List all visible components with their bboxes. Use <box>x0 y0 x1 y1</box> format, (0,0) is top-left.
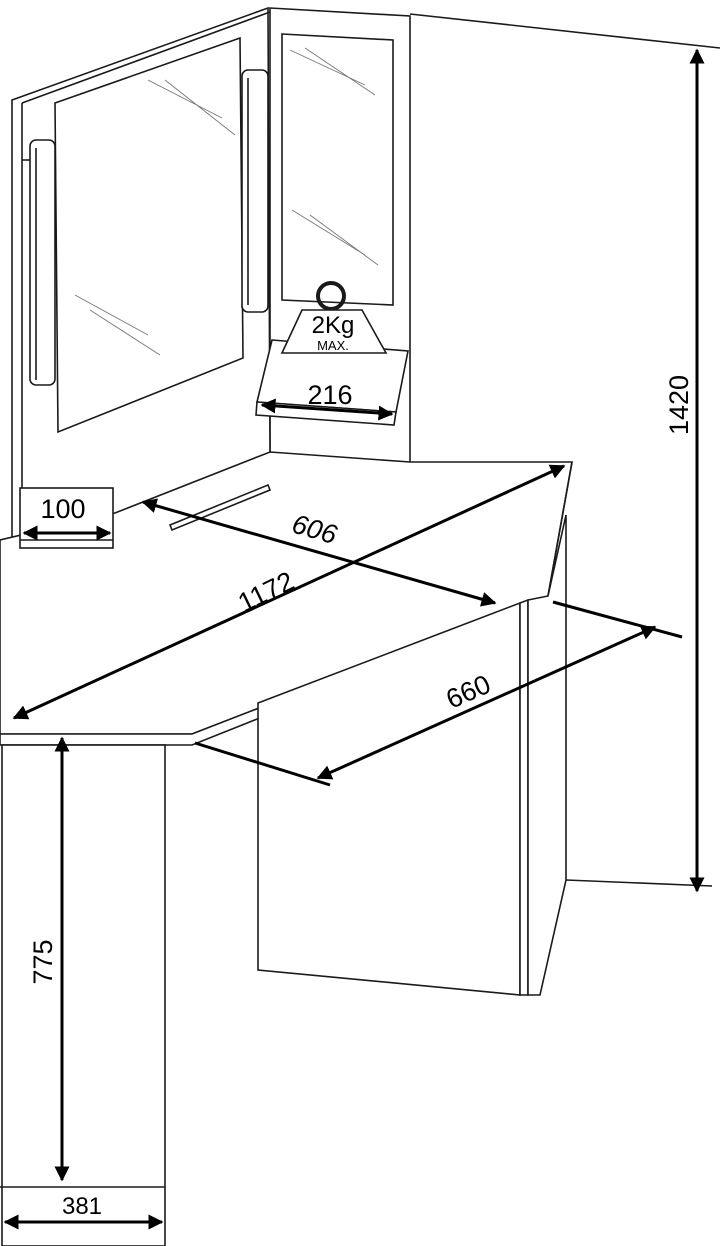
right-mirror <box>281 33 394 306</box>
desk-diagonal-arrow <box>12 464 566 720</box>
leg-width-label: 381 <box>62 1193 102 1220</box>
height-reference-line-bottom <box>565 879 713 887</box>
cabinet-depth-arrow <box>316 625 657 780</box>
right-hinge-strip <box>241 69 269 313</box>
total-height-label: 1420 <box>664 375 694 435</box>
weight-max-label: MAX. <box>317 338 349 353</box>
weight-load-label: 2Kg <box>312 312 355 339</box>
small-shelf: 216 <box>255 339 409 426</box>
left-mirror <box>54 36 244 434</box>
height-reference-line-top <box>409 13 720 49</box>
weight-icon: 2Kg MAX. <box>280 281 388 354</box>
shelf-width-label: 216 <box>307 380 352 410</box>
left-hinge-strip <box>29 139 56 386</box>
panel-depth-callout: 100 <box>19 487 114 549</box>
panel-depth-label: 100 <box>40 494 85 524</box>
shelf-width-arrow <box>260 398 394 421</box>
desk-height-label: 775 <box>28 939 58 984</box>
left-leg <box>0 744 166 1246</box>
